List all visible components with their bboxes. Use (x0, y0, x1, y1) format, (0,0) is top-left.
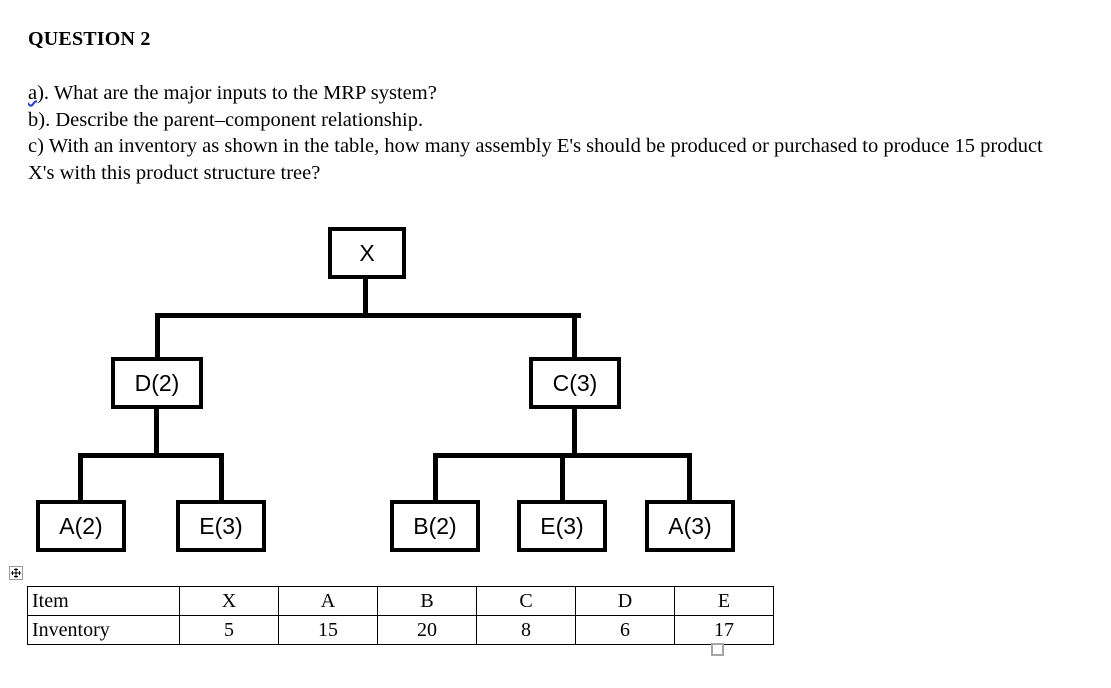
inventory-cell-c: 8 (476, 615, 576, 645)
page-title: QUESTION 2 (28, 28, 151, 50)
question-part-b-prefix: b (28, 108, 39, 131)
question-part-c-prefix: c (28, 135, 38, 157)
connector-level1-bus (155, 313, 581, 318)
connector-c-stem (572, 409, 577, 457)
table-row-item[interactable]: Item X A B C D E (27, 586, 774, 616)
table-resize-handle-icon[interactable] (711, 643, 724, 656)
tree-node-e3-left[interactable]: E(3) (176, 500, 266, 552)
inventory-table[interactable]: Item X A B C D E Inventory 5 15 20 8 6 1… (27, 586, 774, 645)
question-part-c: c) With an inventory as shown in the tab… (28, 133, 1058, 186)
connector-drop-to-c (572, 313, 577, 358)
product-structure-tree: X D(2) C(3) A(2) E(3) B(2) E(3) A(3) (36, 227, 735, 552)
question-part-a: a). What are the major inputs to the MRP… (28, 80, 1058, 107)
connector-d-bus (78, 453, 224, 458)
item-cell-e: E (674, 586, 774, 616)
connector-drop-to-a2 (78, 453, 83, 501)
item-cell-d: D (575, 586, 675, 616)
question-part-b-text: ). Describe the parent–component relatio… (38, 108, 424, 131)
inventory-cell-a: 15 (278, 615, 378, 645)
question-part-a-text: ). What are the major inputs to the MRP … (37, 82, 437, 104)
question-part-b: b). Describe the parent–component relati… (28, 107, 1058, 134)
connector-drop-to-d (155, 313, 160, 358)
inventory-cell-x: 5 (179, 615, 279, 645)
connector-x-stem (363, 279, 368, 316)
connector-drop-to-e3-right (560, 453, 565, 501)
connector-drop-to-e3-left (219, 453, 224, 501)
tree-node-x[interactable]: X (328, 227, 406, 279)
connector-drop-to-a3 (687, 453, 692, 501)
inventory-cell-d: 6 (575, 615, 675, 645)
item-cell-b: B (377, 586, 477, 616)
question-part-c-text: ) With an inventory as shown in the tabl… (28, 135, 1048, 184)
inventory-cell-b: 20 (377, 615, 477, 645)
tree-node-e3-right[interactable]: E(3) (517, 500, 607, 552)
tree-node-d[interactable]: D(2) (111, 357, 203, 409)
item-cell-c: C (476, 586, 576, 616)
tree-node-a2[interactable]: A(2) (36, 500, 126, 552)
spellcheck-word: a (28, 82, 38, 104)
item-cell-x: X (179, 586, 279, 616)
document-text-block: QUESTION 2 a). What are the major inputs… (28, 26, 1058, 186)
tree-node-a3[interactable]: A(3) (645, 500, 735, 552)
connector-c-bus (433, 453, 692, 458)
inventory-cell-e: 17 (674, 615, 774, 645)
row-header-item: Item (27, 586, 180, 616)
inventory-table-wrapper: Item X A B C D E Inventory 5 15 20 8 6 1… (27, 586, 774, 645)
item-cell-a: A (278, 586, 378, 616)
row-header-inventory: Inventory (27, 615, 180, 645)
table-row-inventory[interactable]: Inventory 5 15 20 8 6 17 (27, 615, 774, 645)
tree-node-c[interactable]: C(3) (529, 357, 621, 409)
connector-drop-to-b2 (433, 453, 438, 501)
tree-node-b2[interactable]: B(2) (390, 500, 480, 552)
connector-d-stem (154, 409, 159, 457)
table-move-handle-icon[interactable] (9, 566, 23, 580)
